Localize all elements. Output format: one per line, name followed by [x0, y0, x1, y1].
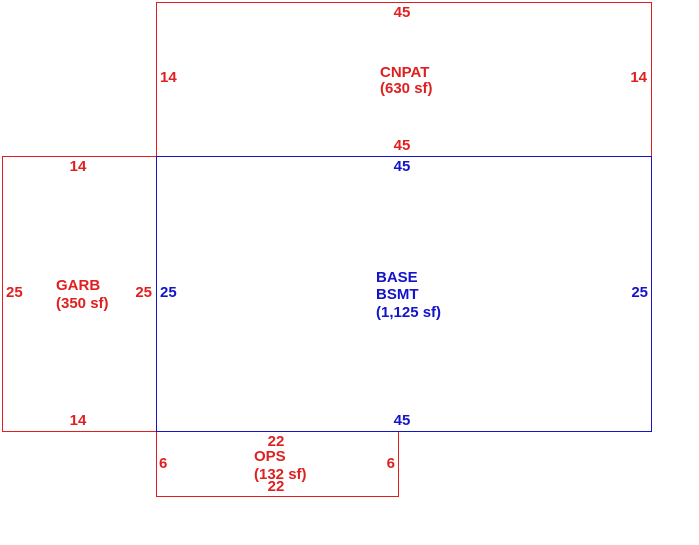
cnpat-name: CNPAT — [380, 64, 429, 81]
base-name-line2: BSMT — [376, 286, 419, 303]
ops-dim-top: 22 — [268, 433, 285, 450]
cnpat-dim-top: 45 — [394, 4, 411, 21]
garb-dim-bottom: 14 — [70, 412, 87, 429]
ops-dim-right: 6 — [387, 455, 395, 472]
garb-dim-top: 14 — [70, 158, 87, 175]
ops-name: OPS — [254, 448, 286, 465]
cnpat-area: (630 sf) — [380, 80, 433, 97]
base-outline — [156, 156, 652, 432]
base-dim-top: 45 — [394, 158, 411, 175]
base-area: (1,125 sf) — [376, 304, 441, 321]
garb-area: (350 sf) — [56, 295, 109, 312]
garb-dim-left: 25 — [6, 284, 23, 301]
ops-dim-left: 6 — [159, 455, 167, 472]
cnpat-dim-bottom: 45 — [394, 137, 411, 154]
garb-dim-right: 25 — [135, 284, 152, 301]
base-name-line1: BASE — [376, 269, 418, 286]
garb-outline — [2, 156, 157, 432]
base-dim-left: 25 — [160, 284, 177, 301]
cnpat-dim-left: 14 — [160, 69, 177, 86]
ops-dim-bottom: 22 — [268, 478, 285, 495]
cnpat-dim-right: 14 — [630, 69, 647, 86]
garb-name: GARB — [56, 277, 100, 294]
base-dim-right: 25 — [631, 284, 648, 301]
base-dim-bottom: 45 — [394, 412, 411, 429]
ops-area: (132 sf) — [254, 466, 307, 483]
